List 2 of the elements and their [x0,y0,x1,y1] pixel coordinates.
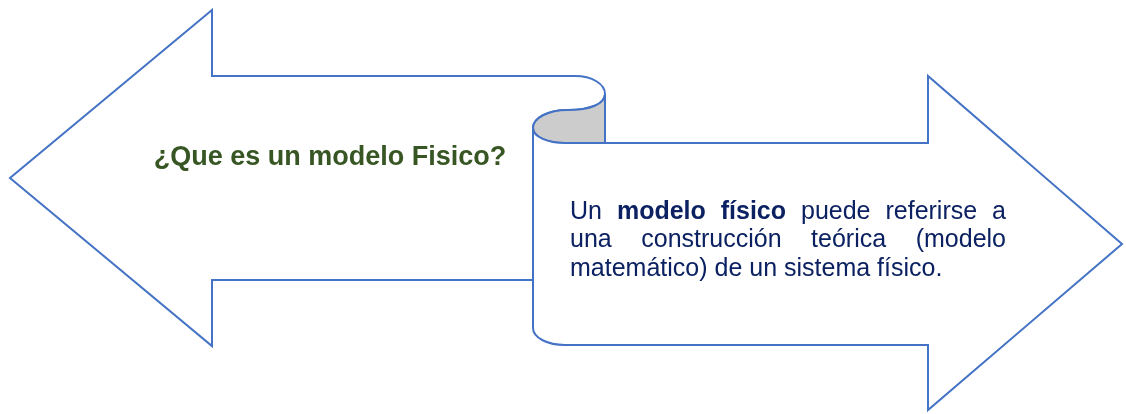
definition-paragraph: Un modelo físico puede referirse a una construcción teórica (modelo matemático) de un sistema físico. [570,196,1006,282]
question-heading: ¿Que es un modelo Fisico? [152,140,508,173]
